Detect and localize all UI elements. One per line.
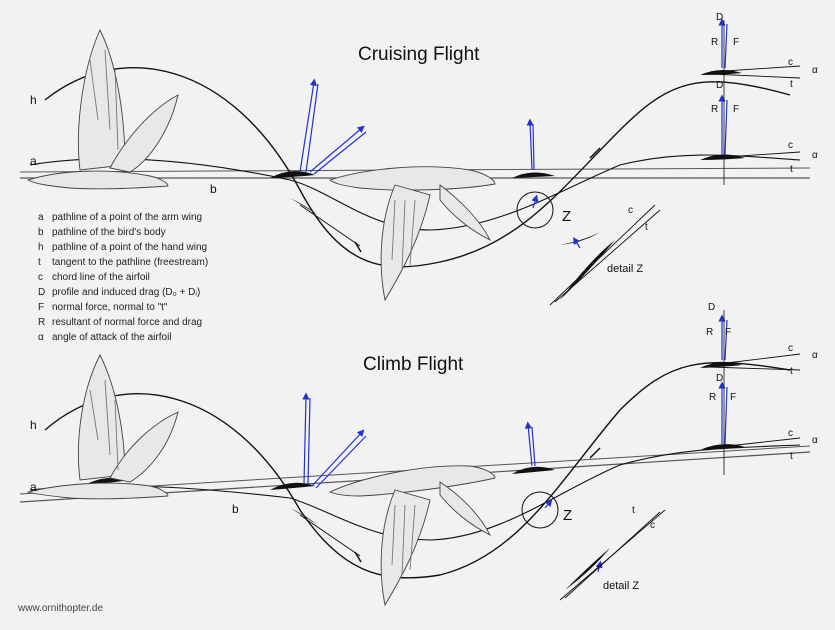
bird-illustration-left (26, 28, 179, 190)
website-credit[interactable]: www.ornithopter.de (18, 603, 104, 614)
label-detail-c-2: c (650, 520, 655, 531)
chord-line-c-2 (709, 151, 801, 159)
label-detail-z-2: detail Z (603, 580, 640, 592)
label-alpha-low-2: α (812, 435, 818, 446)
label-R-top: R (711, 37, 719, 48)
label-b-2: b (232, 502, 239, 516)
arm-wing-pathline-2 (29, 444, 801, 541)
airfoil-c2 (270, 482, 315, 490)
label-R-mid-2: R (709, 392, 717, 403)
label-alpha-low: α (812, 150, 818, 161)
label-R-top-2: R (706, 327, 714, 338)
label-t-top: t (790, 79, 793, 90)
label-t-low: t (790, 164, 793, 175)
label-c-low-2: c (788, 428, 793, 439)
label-F-top: F (733, 37, 740, 48)
bird-illustration-middle-climb (328, 465, 496, 607)
label-z-2: Z (563, 507, 573, 524)
detail-airfoil (560, 240, 615, 300)
label-F-mid: F (733, 104, 740, 115)
force-vectors (299, 18, 728, 249)
airfoil-7 (560, 232, 600, 245)
label-z: Z (562, 208, 572, 225)
hand-wing-pathline-h (44, 67, 791, 268)
label-h: h (30, 93, 37, 107)
label-F-top-2: F (725, 327, 732, 338)
cruising-panel (19, 18, 811, 306)
panel-title-climb: Climb Flight (363, 354, 464, 375)
label-detail-t-2: t (632, 505, 635, 516)
label-R-mid: R (711, 104, 719, 115)
label-t-low-2: t (790, 451, 793, 462)
label-D-mid: D (716, 80, 724, 91)
label-c-low: c (788, 140, 793, 151)
climb-panel (19, 310, 811, 607)
airfoil-3 (512, 172, 555, 178)
arm-wing-pathline (29, 154, 801, 231)
label-c-top-2: c (788, 343, 793, 354)
label-detail-z: detail Z (607, 263, 644, 275)
label-detail-t: t (645, 222, 648, 233)
label-h-2: h (30, 418, 37, 432)
airfoil-c3 (512, 466, 555, 474)
label-D-top-2: D (708, 302, 716, 313)
detail-z-circle-2 (521, 491, 559, 529)
chord-line-c-1 (709, 65, 801, 73)
detail-z-circle (516, 191, 554, 229)
airfoil-c7 (565, 548, 610, 590)
label-c-top: c (788, 57, 793, 68)
airfoil-c4 (700, 362, 742, 368)
bird-illustration-left-climb (26, 354, 179, 500)
label-b: b (210, 182, 217, 196)
tangent-line-t-1 (709, 73, 801, 79)
hand-wing-pathline-h-2 (44, 361, 791, 579)
label-detail-c: c (628, 205, 633, 216)
label-t-top-2: t (790, 366, 793, 377)
panel-title-cruising: Cruising Flight (358, 44, 480, 65)
label-F-mid-2: F (730, 392, 737, 403)
label-alpha-top-2: α (812, 350, 818, 361)
airfoil-2 (270, 171, 315, 178)
label-D-top: D (716, 12, 724, 23)
label-alpha-top: α (812, 65, 818, 76)
label-a-2: a (30, 480, 37, 494)
label-D-mid-2: D (716, 373, 724, 384)
label-a: a (30, 154, 37, 168)
detail-chord (549, 204, 656, 306)
bird-illustration-middle (329, 166, 496, 302)
force-vectors-climb (302, 314, 728, 573)
